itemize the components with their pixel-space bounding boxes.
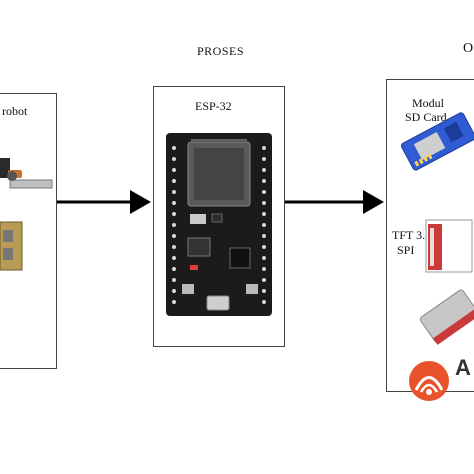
tft-display-icon [425, 219, 473, 273]
tft-label-line2: SPI [397, 243, 415, 257]
sd-card-module-icon [400, 112, 474, 171]
process-title: PROSES [197, 44, 245, 58]
output-title: O [463, 41, 474, 56]
sd-card-label-line1: Modul [412, 96, 445, 110]
logo-text: A [455, 355, 471, 380]
servo-motor-icon [0, 158, 53, 189]
sensor-module-icon [0, 221, 23, 271]
board-label: ESP-32 [195, 99, 232, 113]
esp32-board-icon [166, 133, 272, 316]
sd-card-label-line2: SD Card [405, 110, 447, 124]
tft-cable-icon [419, 289, 474, 345]
app-logo-icon [409, 361, 449, 401]
input-title: robot [2, 104, 28, 118]
